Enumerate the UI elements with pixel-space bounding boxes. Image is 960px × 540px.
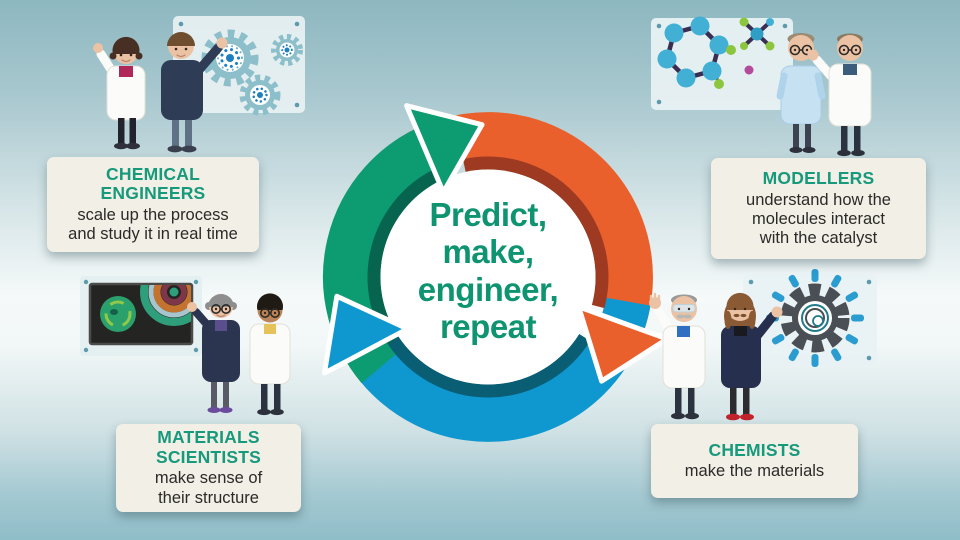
materials-scientist-figure-man (249, 293, 291, 416)
chemical-engineer-figure-man (161, 32, 228, 153)
desc-line: make the materials (684, 462, 825, 481)
desc-line: and study it in real time (68, 225, 238, 244)
desc-line: molecules interact (752, 209, 885, 228)
gears-board (173, 16, 305, 116)
modellers-illustration (651, 16, 872, 157)
group-description: make the materials (659, 462, 850, 481)
microscopy-screen (80, 276, 202, 356)
screw-icon (83, 347, 89, 353)
screw-icon (866, 355, 872, 361)
hexagon-molecule-icon (657, 16, 736, 89)
label-box-materials-scientists: MATERIALS SCIENTISTS make sense of their… (116, 424, 301, 512)
gear-icon (201, 29, 259, 87)
group-description: scale up the process and study it in rea… (55, 206, 251, 244)
cycle-center-disc (380, 169, 596, 385)
motto-line: repeat (439, 307, 537, 345)
screw-icon (294, 102, 300, 108)
screw-icon (656, 99, 662, 105)
turbine-structure-icon (766, 269, 864, 367)
gear-icon (271, 34, 303, 66)
screw-icon (748, 279, 754, 285)
group-description: understand how the molecules interact wi… (719, 191, 918, 248)
group-title: CHEMISTS (659, 439, 850, 461)
chemist-figure-long-hair (721, 292, 783, 421)
modeller-figure-blue-shirt (776, 33, 826, 153)
title-line: SCIENTISTS (155, 446, 262, 467)
group-title: MODELLERS (719, 168, 918, 189)
title-line: CHEMISTS (708, 439, 801, 460)
motto-line: Predict, (429, 196, 547, 233)
cycle-arrowhead-orange-icon (576, 304, 670, 384)
motto-line: make, (442, 233, 534, 271)
screw-icon (83, 279, 89, 285)
group-title: MATERIALS SCIENTISTS (124, 428, 293, 467)
chemical-engineers-illustration (93, 16, 305, 153)
group-description: make sense of their structure (124, 469, 293, 507)
label-box-chemical-engineers: CHEMICAL ENGINEERS scale up the process … (47, 157, 259, 252)
materials-scientist-figure-woman (187, 294, 240, 413)
cross-molecule-icon (739, 17, 775, 51)
cycle-innershadow-orange (462, 156, 609, 309)
cycle-motto: Predict, make, engineer, repeat (368, 196, 608, 345)
desc-line: scale up the process (77, 205, 229, 224)
turbine-structure-board (743, 269, 877, 367)
screw-icon (193, 347, 199, 353)
screw-icon (866, 279, 872, 285)
screw-icon (178, 21, 184, 27)
label-box-modellers: MODELLERS understand how the molecules i… (711, 158, 926, 259)
materials-scientists-illustration (80, 276, 291, 416)
title-line: MATERIALS (157, 427, 260, 448)
magenta-atom-icon (744, 65, 754, 75)
group-title: CHEMICAL ENGINEERS (55, 163, 251, 204)
cycle-innershadow-blue (388, 333, 591, 398)
title-line: ENGINEERS (100, 183, 206, 204)
screw-icon (656, 23, 662, 29)
chemical-engineer-figure-woman (93, 36, 146, 150)
cycle-arrowhead-green-icon (404, 103, 485, 195)
chemist-figure-lab-coat (649, 292, 706, 420)
motto-line: engineer, (417, 270, 559, 308)
desc-line: understand how the (746, 190, 891, 209)
gear-icon (239, 74, 281, 116)
cycle-arrowhead-blue-icon (321, 293, 410, 376)
screw-icon (294, 21, 300, 27)
label-box-chemists: CHEMISTS make the materials (651, 424, 858, 498)
screw-icon (782, 23, 788, 29)
molecule-board (651, 16, 793, 110)
desc-line: their structure (158, 488, 259, 507)
cycle-ring (321, 103, 670, 442)
chemists-illustration (649, 269, 877, 421)
screw-icon (193, 279, 199, 285)
title-line: CHEMICAL (106, 163, 200, 184)
desc-line: make sense of (154, 469, 263, 488)
title-line: MODELLERS (762, 168, 875, 189)
desc-line: with the catalyst (759, 228, 878, 247)
modeller-figure-lab-coat (807, 33, 872, 157)
micrograph-image (100, 285, 191, 332)
